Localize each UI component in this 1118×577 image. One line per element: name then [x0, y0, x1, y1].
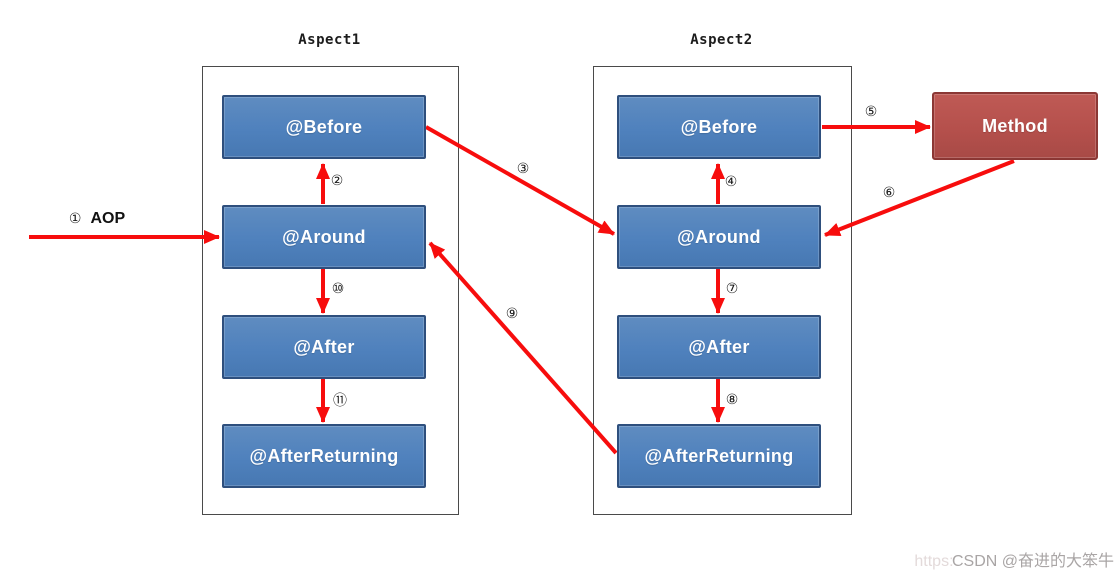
- aspect1-node-afterreturning-label: @AfterReturning: [249, 445, 399, 466]
- aspect1-node-around: @Around: [222, 205, 426, 269]
- aspect2-node-around: @Around: [617, 205, 821, 269]
- arrow-label-9: ⑨: [506, 306, 519, 322]
- arrow-label-10: ⑩: [332, 281, 345, 297]
- aspect2-title: Aspect2: [690, 32, 753, 48]
- arrow-label-7-num: ⑦: [725, 281, 739, 297]
- aspect2-node-around-label: @Around: [677, 226, 761, 247]
- aspect2-node-afterreturning-label: @AfterReturning: [644, 445, 794, 466]
- arrow-label-11: ⑪: [333, 390, 347, 410]
- aspect1-node-after-label: @After: [293, 336, 355, 357]
- arrow-label-9-num: ⑨: [505, 306, 519, 322]
- arrow-label-1-num: ①: [68, 211, 82, 227]
- arrow-label-1-text: AOP: [90, 210, 126, 227]
- arrow-label-4-num: ④: [724, 174, 738, 190]
- method-node-label: Method: [982, 115, 1048, 136]
- aspect1-node-afterreturning: @AfterReturning: [222, 424, 426, 488]
- arrow-label-6-num: ⑥: [882, 185, 896, 201]
- method-node: Method: [932, 92, 1098, 160]
- aspect1-node-before-label: @Before: [285, 116, 363, 137]
- arrow-label-2: ②: [331, 173, 344, 189]
- arrow-label-1: ① AOP: [69, 210, 125, 228]
- aspect2-node-after-label: @After: [688, 336, 750, 357]
- arrow-label-3: ③: [517, 161, 530, 177]
- arrow-label-10-num: ⑩: [331, 281, 345, 297]
- aspect2-node-before-label: @Before: [680, 116, 758, 137]
- arrow-label-11-num: ⑪: [333, 393, 347, 409]
- arrow-label-5: ⑤: [865, 104, 878, 120]
- arrow-label-2-num: ②: [330, 173, 344, 189]
- aspect1-title: Aspect1: [298, 32, 361, 48]
- arrow-6-method-to-around2: [824, 159, 1015, 237]
- arrow-label-5-num: ⑤: [864, 104, 878, 120]
- arrow-label-6: ⑥: [883, 185, 896, 201]
- aspect1-node-before: @Before: [222, 95, 426, 159]
- aspect1-node-around-label: @Around: [282, 226, 366, 247]
- aspect2-node-after: @After: [617, 315, 821, 379]
- aspect1-node-after: @After: [222, 315, 426, 379]
- aspect2-node-afterreturning: @AfterReturning: [617, 424, 821, 488]
- arrow-label-3-num: ③: [516, 161, 530, 177]
- arrow-label-8: ⑧: [726, 392, 739, 408]
- arrow-label-8-num: ⑧: [725, 392, 739, 408]
- aspect2-node-before: @Before: [617, 95, 821, 159]
- watermark-url-fragment: https:: [914, 553, 954, 570]
- watermark-author: CSDN @奋进的大笨牛: [951, 553, 1114, 570]
- arrow-label-7: ⑦: [726, 281, 739, 297]
- csdn-watermark: https: CSDN @奋进的大笨牛: [914, 547, 1114, 571]
- arrow-label-4: ④: [725, 174, 738, 190]
